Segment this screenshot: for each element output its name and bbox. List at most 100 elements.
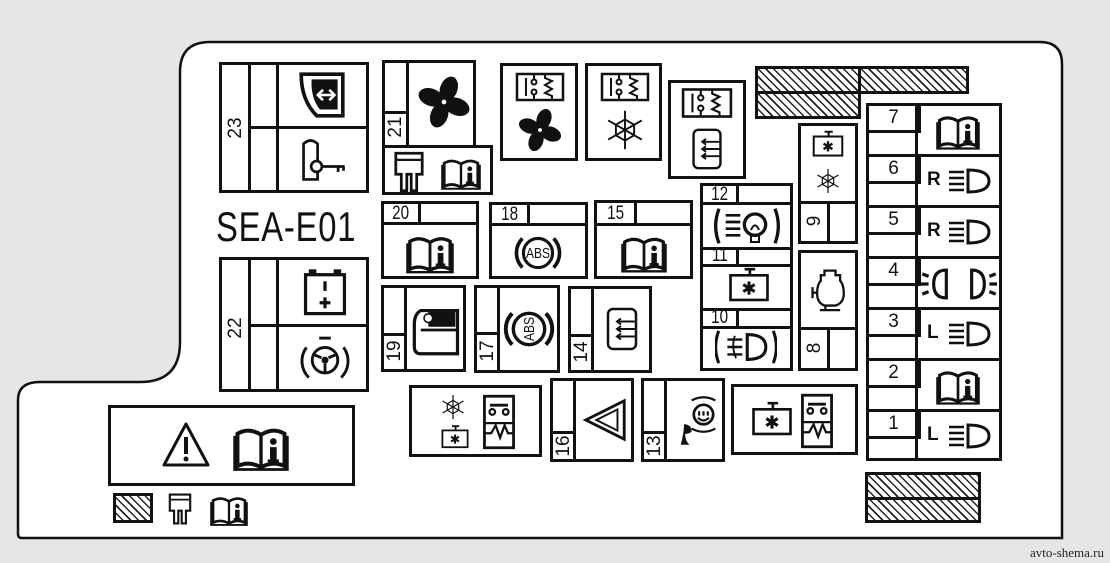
fuse-6[interactable]: 6 R (869, 157, 999, 208)
fuse-7[interactable]: 7 (869, 106, 999, 157)
snowflake-icon (813, 166, 843, 196)
owners-manual-side-icon (410, 294, 464, 366)
airbag-steering-wheel-icon (296, 330, 354, 388)
fuse-icon (391, 150, 427, 194)
snowflake-icon (438, 392, 468, 422)
fuse-20[interactable]: 20 (381, 201, 479, 279)
fuse-column-1-7: 7 6 R 5 R 4 3 L 2 1 L (866, 103, 1002, 461)
relay-air-conditioning[interactable] (585, 63, 662, 161)
relay-icon (600, 71, 650, 103)
fuse-number: 1 (869, 412, 921, 439)
unused-slot (755, 66, 861, 94)
headlamp-icon (943, 216, 993, 248)
headlamp-icon (943, 165, 993, 197)
fuse-number: 18 (501, 203, 518, 225)
relay-fan[interactable] (500, 63, 578, 161)
fuse-number: 8 (803, 342, 825, 354)
fuse-9[interactable]: 9 (798, 123, 858, 244)
fuse-1[interactable]: 1 L (869, 412, 999, 458)
owners-manual-icon (925, 363, 991, 407)
horn-icon (670, 389, 724, 453)
fuse-number: 16 (552, 435, 574, 457)
fuse-17[interactable]: 17 ABS (474, 285, 560, 373)
bulb-failure-icon[interactable] (713, 206, 781, 246)
fuse-18[interactable]: 18 ABS (489, 202, 588, 279)
fuse-icon (163, 492, 197, 526)
fuse-number: 21 (384, 116, 406, 138)
unused-slot (858, 66, 969, 94)
owners-manual-icon (204, 490, 254, 528)
fuse-12-number: 12 (711, 183, 728, 205)
fuse-13[interactable]: 13 (641, 378, 725, 462)
radiator-fan-heater-relay[interactable] (731, 384, 858, 455)
fuse-number: 5 (869, 208, 921, 235)
relay-icon (515, 71, 565, 103)
fuse-number: 14 (570, 341, 592, 363)
radiator-fan-icon (811, 130, 845, 158)
warning-info-panel (108, 405, 355, 486)
fuse-number: 3 (869, 310, 921, 337)
radiator-fan-icon (440, 424, 470, 450)
relay-rear-defrost[interactable] (668, 80, 746, 179)
fuse-3[interactable]: 3 L (869, 310, 999, 361)
fuse-10-number: 10 (711, 306, 728, 328)
headlamp-left-label: L (927, 424, 939, 445)
rear-defrost-icon (683, 123, 731, 175)
fuse-box-title: SEA-E01 (216, 203, 357, 250)
fuse-15[interactable]: 15 (594, 200, 693, 279)
warning-triangle-icon (161, 420, 211, 470)
fuse-14[interactable]: 14 (568, 286, 652, 373)
sidelights-icon (921, 265, 997, 303)
rear-defrost-icon (597, 301, 647, 357)
fuse-5[interactable]: 5 R (869, 208, 999, 259)
headlamp-icon (943, 318, 993, 350)
snowflake-icon (600, 106, 650, 154)
radiator-fan-icon (750, 401, 794, 437)
fog-lamp-icon[interactable] (715, 328, 777, 366)
abs-label: ABS (520, 317, 538, 342)
fan-icon (415, 71, 473, 133)
fuse-number: 7 (869, 106, 921, 133)
fuse-number: 22 (224, 317, 246, 339)
heater-element-icon (800, 393, 834, 449)
fuse-4[interactable]: 4 (869, 259, 999, 310)
fuse-22[interactable]: 22 (219, 257, 369, 392)
abs-label: ABS (525, 244, 550, 262)
relay-icon (681, 87, 733, 119)
fuse-number: 17 (476, 340, 498, 362)
fuse-group-12-11-10: 12 11 10 (700, 183, 793, 371)
owners-manual-icon (925, 108, 991, 152)
fuse-21[interactable]: 21 (382, 60, 476, 148)
fuse-number: 19 (383, 340, 405, 362)
fuse-16[interactable]: 16 (550, 378, 634, 462)
fuse-number: 13 (643, 435, 665, 457)
hazard-warning-icon (581, 395, 629, 445)
fuse-number: 9 (803, 215, 825, 227)
fuse-23[interactable]: 23 (219, 62, 369, 193)
radiator-fan-icon[interactable] (727, 266, 771, 304)
fuse-number: 20 (392, 202, 410, 224)
fuse-11-number: 11 (711, 245, 728, 266)
headlamp-right-label: R (927, 220, 941, 241)
headlamp-right-label: R (927, 169, 941, 190)
fuse-8[interactable]: 8 (798, 250, 858, 371)
engine-icon (807, 257, 853, 321)
fuse-number: 2 (869, 361, 921, 388)
spare-fuse-slot[interactable] (382, 145, 493, 195)
fuse-number: 23 (224, 117, 246, 139)
key-icon (296, 133, 350, 187)
fan-icon (515, 106, 565, 154)
unused-slot (865, 472, 981, 500)
headlamp-icon (943, 420, 993, 452)
fuse-number: 15 (607, 202, 624, 224)
heater-element-icon (482, 394, 516, 450)
watermark: avto-shema.ru (1029, 545, 1104, 560)
unused-slot (755, 91, 861, 119)
ac-heater-relay[interactable] (409, 385, 542, 457)
owners-manual-icon (394, 228, 466, 276)
door-lock-icon (296, 69, 348, 121)
unused-slot-legend (113, 493, 153, 523)
fuse-2[interactable]: 2 (869, 361, 999, 412)
owners-manual-icon (609, 229, 679, 275)
fuse-19[interactable]: 19 (381, 285, 466, 372)
